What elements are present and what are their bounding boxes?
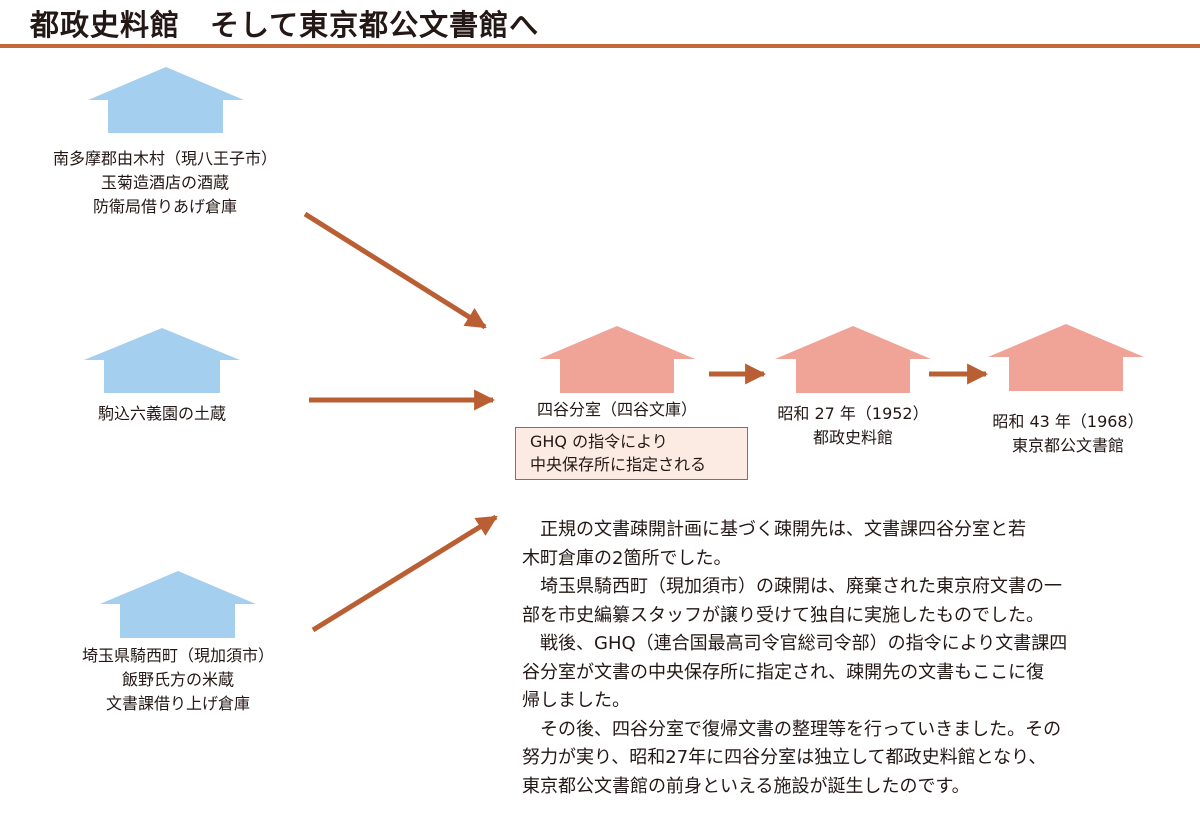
paragraph-1-cont: 木町倉庫の2箇所でした。: [522, 547, 732, 569]
arrow-kisai-to-yotsuya: [311, 514, 498, 633]
house-icon-kisai: [100, 571, 256, 638]
source-label-kisai: 埼玉県騎西町（現加須市） 飯野氏方の米蔵 文書課借り上げ倉庫: [81, 646, 274, 713]
page-title: 都政史料館 そして東京都公文書館へ: [30, 8, 540, 42]
source-label-minamitama: 南多摩郡由木村（現八王子市） 玉菊造酒店の酒蔵 防衛局借りあげ倉庫: [52, 149, 277, 216]
explanation-text: 正規の文書疎開計画に基づく疎開先は、文書課四谷分室と若 木町倉庫の2箇所でした。…: [522, 516, 1192, 801]
paragraph-2: 埼玉県騎西町（現加須市）の疎開は、廃棄された東京府文書の一: [540, 576, 1062, 597]
paragraph-3: 戦後、GHQ（連合国最高司令官総司令部）の指令により文書課四: [540, 633, 1068, 654]
house-icon-komagome: [84, 328, 240, 393]
stage-label-1952: 昭和 27 年（1952） 都政史料館: [777, 404, 929, 447]
paragraph-3-cont-1: 谷分室が文書の中央保存所に指定され、疎開先の文書もここに復: [522, 661, 1045, 683]
stage-label-1968: 昭和 43 年（1968） 東京都公文書館: [992, 412, 1144, 455]
paragraph-2-cont: 部を市史編纂スタッフが譲り受けて独自に実施したものでした。: [522, 604, 1044, 626]
paragraph-4-cont-1: 努力が実り、昭和27年に四谷分室は独立して都政史料館となり、: [522, 747, 1047, 768]
paragraph-3-cont-2: 帰しました。: [522, 690, 630, 711]
house-icon-seishi-shiryokan: [775, 326, 931, 393]
paragraph-1: 正規の文書疎開計画に基づく疎開先は、文書課四谷分室と若: [540, 519, 1026, 540]
title-underline: [0, 44, 1200, 48]
arrow-minamitama-to-yotsuya: [303, 211, 487, 330]
house-icon-yotsuya: [539, 326, 695, 393]
paragraph-4-cont-2: 東京都公文書館の前身といえる施設が誕生したのです。: [522, 775, 970, 797]
paragraph-4: その後、四谷分室で復帰文書の整理等を行っていきました。その: [540, 718, 1062, 740]
stage-label-yotsuya: 四谷分室（四谷文庫）: [536, 400, 697, 419]
house-icon-minamitama: [88, 67, 244, 133]
source-label-komagome: 駒込六義園の土蔵: [97, 404, 226, 423]
house-icon-koubunshokan: [988, 324, 1144, 391]
ghq-note-box: GHQ の指令により 中央保存所に指定される: [515, 427, 748, 480]
